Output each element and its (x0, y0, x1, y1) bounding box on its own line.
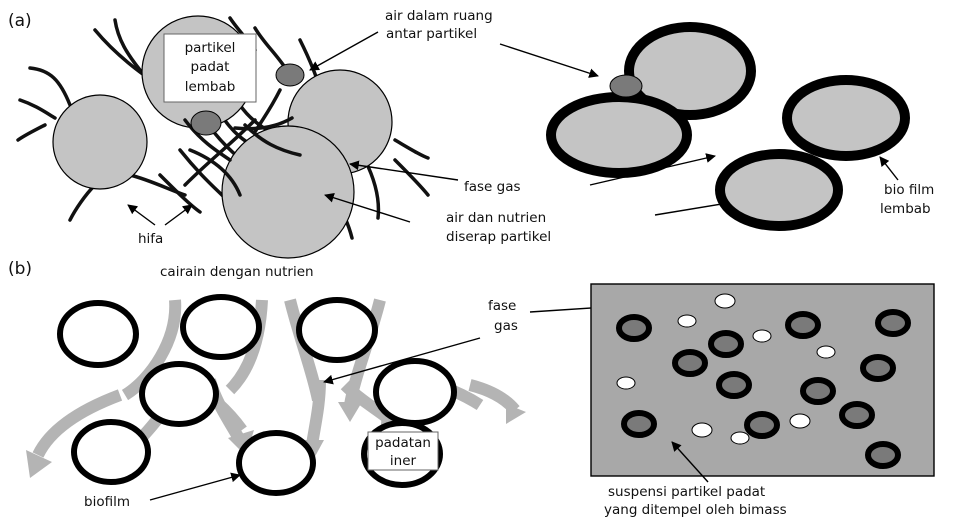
ring-6 (74, 422, 148, 482)
arrow-hifa-left (128, 205, 155, 225)
padatan-label-1: padatan (375, 435, 431, 451)
ring-2 (183, 297, 259, 357)
water-droplet-upper (276, 64, 304, 86)
gas-bubble (617, 377, 635, 389)
padatan-label-2: iner (390, 453, 417, 469)
arrow-biofilm-a (880, 157, 898, 180)
suspensi-label-2: yang ditempel oleh bimass (604, 502, 787, 518)
dark-particle (842, 404, 872, 426)
air-nutrien-label-2: diserap partikel (446, 229, 551, 245)
biofilm-label-2: lembab (880, 201, 931, 217)
dark-particle (624, 413, 654, 435)
ring-3 (299, 300, 375, 360)
biofilm-particle-2 (551, 97, 687, 173)
gas-bubble (692, 423, 712, 437)
gas-bubble (753, 330, 771, 342)
arrow-water-left (310, 32, 378, 70)
partikel-label-1: partikel (185, 40, 236, 56)
arrow-biofilm-b (150, 475, 240, 500)
air-nutrien-label-1: air dan nutrien (446, 210, 546, 226)
biofilm-label-1: bio film (884, 182, 934, 198)
dark-particle (863, 357, 893, 379)
cairan-label: cairain dengan nutrien (160, 264, 314, 280)
dark-particle (788, 314, 818, 336)
panel-b-label: (b) (8, 259, 32, 279)
dark-particle (803, 380, 833, 402)
air-ruang-label-1: air dalam ruang (385, 8, 493, 24)
padatan-label-box: padatan iner (368, 432, 438, 470)
water-droplet-center (191, 111, 221, 135)
air-ruang-label-2: antar partikel (386, 26, 477, 42)
ring-7 (239, 433, 313, 493)
biofilm-label-b: biofilm (84, 494, 130, 510)
arrow-gas-left (350, 164, 458, 180)
fase-gas-label-b2: gas (494, 318, 518, 334)
panel-a-label: (a) (8, 11, 32, 31)
gas-bubble (715, 294, 735, 308)
fase-gas-label-b1: fase (488, 298, 516, 314)
dark-particle (747, 414, 777, 436)
suspensi-label-1: suspensi partikel padat (608, 484, 765, 500)
partikel-label-2: padat (191, 59, 230, 75)
dark-particle (675, 352, 705, 374)
water-droplet-right (610, 75, 642, 97)
dark-particle (619, 317, 649, 339)
dark-particle (878, 312, 908, 334)
moist-particle-bottom (222, 126, 354, 258)
biofilm-particles-a (551, 27, 905, 226)
partikel-label-box: partikel padat lembab (164, 34, 256, 102)
hifa-label: hifa (138, 231, 163, 247)
fase-gas-label-a: fase gas (464, 179, 521, 195)
arrow-hifa-right (165, 205, 192, 225)
dark-particle (711, 333, 741, 355)
moist-particle-left (53, 95, 147, 189)
gas-bubble (678, 315, 696, 327)
dark-particle (868, 444, 898, 466)
biofilm-particle-3 (787, 80, 905, 156)
partikel-label-3: lembab (185, 79, 236, 95)
ring-4 (142, 364, 216, 424)
gas-bubble (790, 414, 810, 428)
ring-1 (60, 303, 136, 365)
dark-particle (719, 374, 749, 396)
ring-5 (376, 361, 454, 423)
biofilm-particle-4 (720, 154, 838, 226)
arrow-water-right (500, 44, 598, 76)
gas-bubble (731, 432, 749, 444)
gas-bubble (817, 346, 835, 358)
